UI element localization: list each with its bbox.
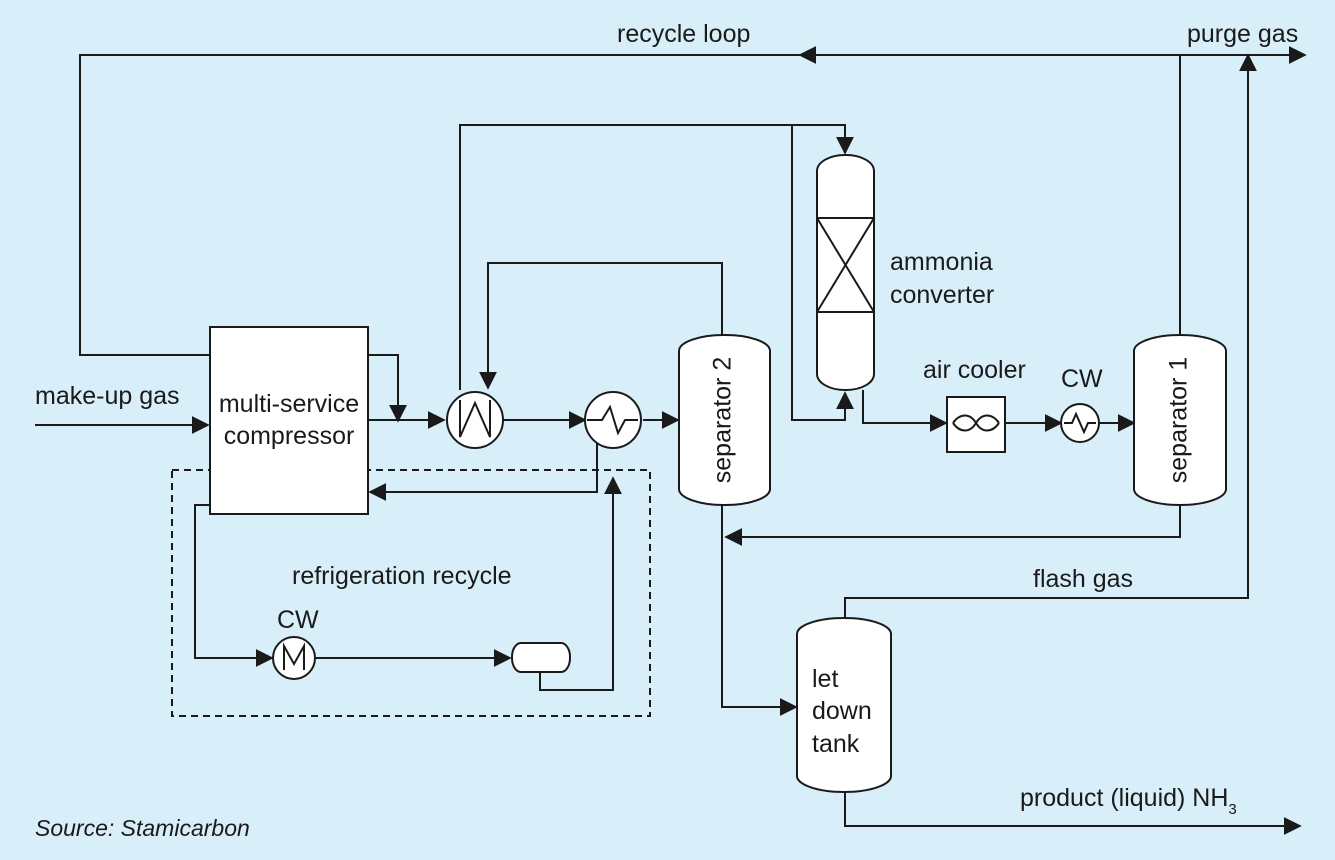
refrigerant-drum [511, 642, 571, 673]
ammonia-converter-label-line2: converter [890, 281, 994, 309]
separator-1-label: separator 1 [1165, 357, 1193, 483]
compressor-outlet-top [368, 354, 407, 423]
air-cooler-label: air cooler [923, 356, 1026, 384]
separator2-to-let-down-tank [721, 505, 798, 716]
let-down-tank-vessel [796, 617, 892, 793]
separator1-liquid-line [724, 505, 1181, 546]
purge-gas-label: purge gas [1187, 20, 1298, 48]
separator2-overhead-line [479, 262, 723, 390]
drum-to-exchanger2-line [539, 476, 622, 691]
separator-2-vessel [678, 334, 771, 506]
cw-cooler-main [1060, 403, 1100, 443]
source-credit: Source: Stamicarbon [35, 815, 250, 841]
compressor-label-line2: compressor [224, 422, 355, 450]
heat-exchanger-2 [584, 391, 642, 449]
cw-cooler-refrigeration [272, 636, 316, 680]
ammonia-converter-label-line1: ammonia [890, 248, 993, 276]
let-down-tank-label-line1: let [812, 665, 838, 693]
flash-gas-label: flash gas [1033, 565, 1133, 593]
separator-1-vessel [1133, 334, 1227, 506]
heat-exchanger-1 [446, 391, 504, 449]
let-down-tank-label-line2: down [812, 697, 872, 725]
refrigeration-recycle-box [171, 469, 651, 717]
let-down-tank-label-line3: tank [812, 730, 860, 758]
refrigerant-return-line [368, 440, 598, 501]
recycle-loop-line [79, 54, 1181, 356]
recycle-loop-label: recycle loop [617, 20, 750, 48]
make-up-gas-label: make-up gas [35, 382, 180, 410]
compressor-to-refrigeration-cw [194, 504, 274, 667]
air-cooler-unit [946, 396, 1006, 453]
refrigeration-recycle-label: refrigeration recycle [292, 562, 512, 590]
multi-service-compressor [209, 326, 369, 515]
product-nh3-label: product (liquid) NH3 [1020, 784, 1237, 818]
exchanger1-to-converter-line [459, 124, 854, 390]
cw-main-label: CW [1061, 365, 1103, 393]
converter-to-air-cooler [862, 390, 948, 432]
ammonia-converter-vessel [816, 154, 875, 391]
product-nh3-line [844, 792, 1302, 835]
separator-2-label: separator 2 [709, 357, 737, 483]
cw-refrigeration-label: CW [277, 606, 319, 634]
converter-bottom-feed-line [791, 125, 854, 421]
compressor-label-line1: multi-service [219, 390, 359, 418]
flash-gas-line [844, 53, 1257, 618]
